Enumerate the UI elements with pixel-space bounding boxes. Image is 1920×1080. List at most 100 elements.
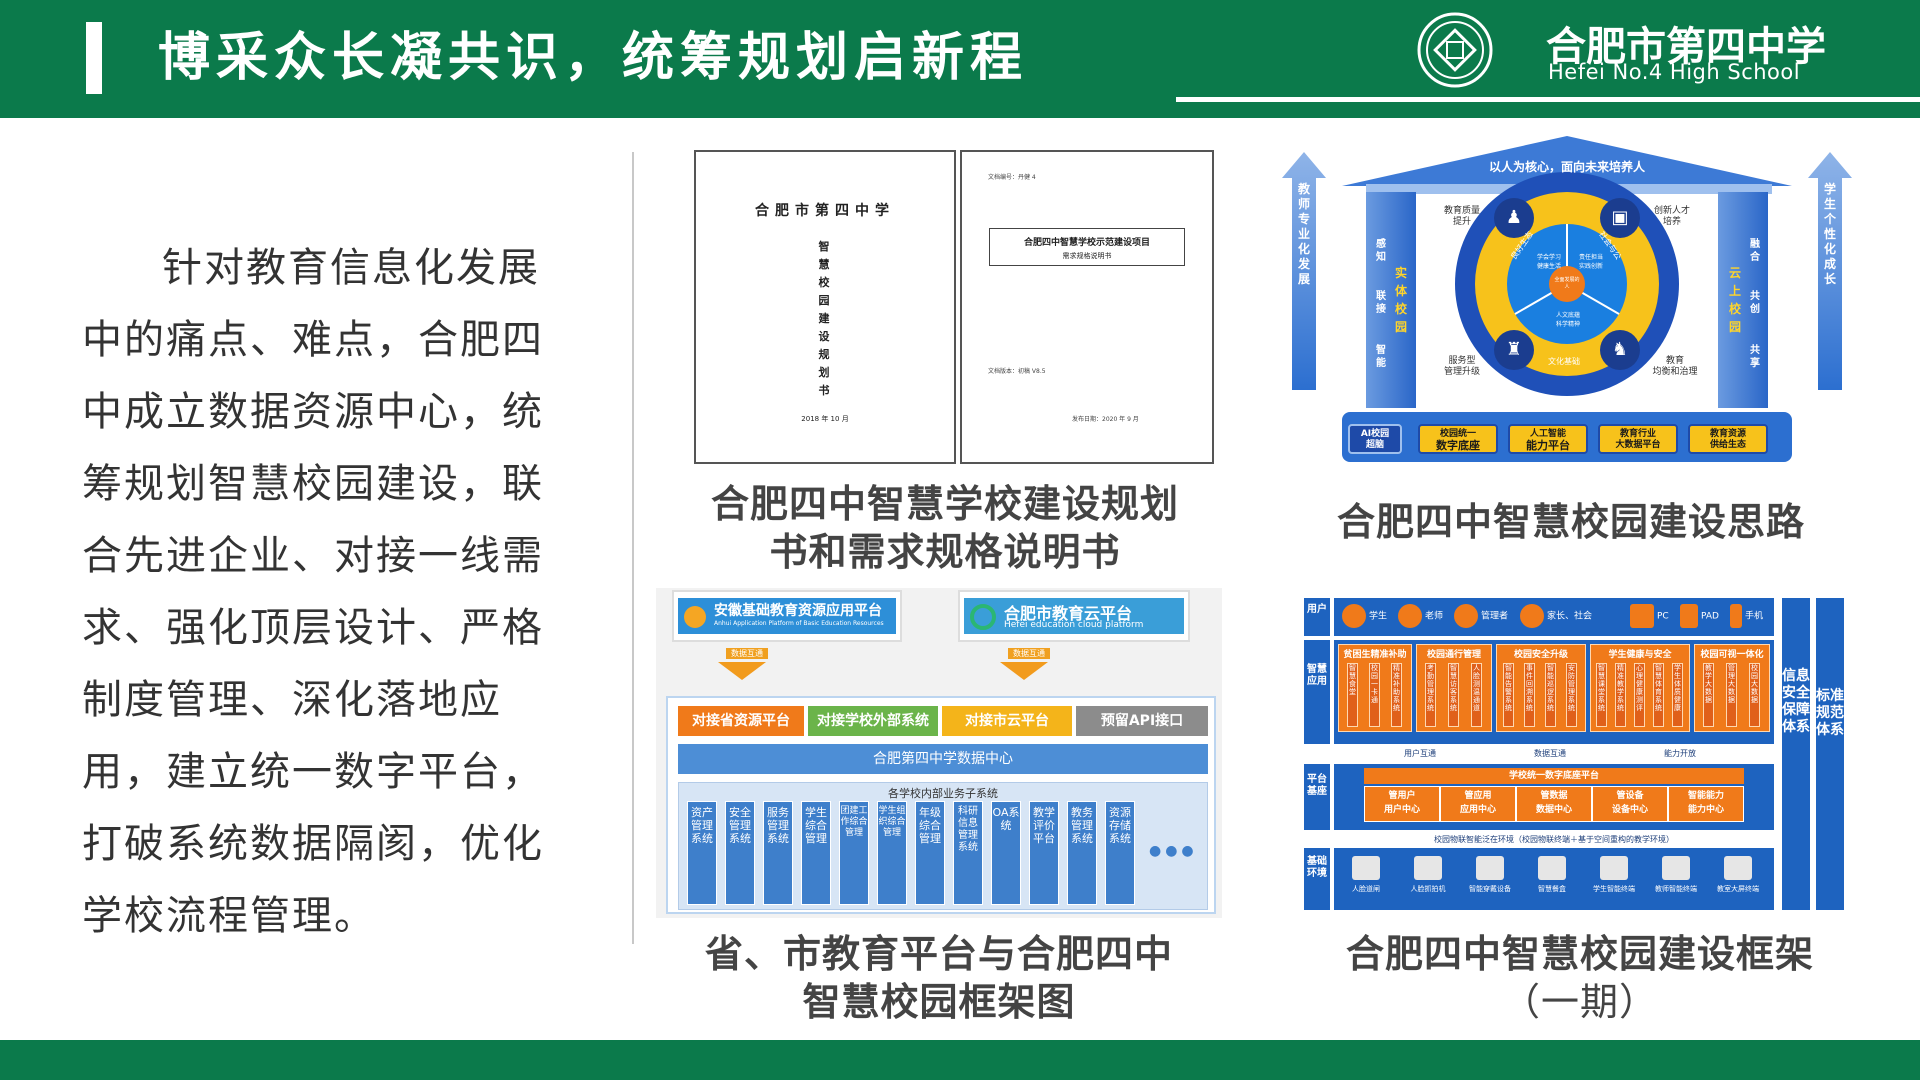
user-avatar-icon xyxy=(1454,604,1478,628)
down-arrow-1-icon xyxy=(718,662,766,680)
system-item: 学生组织综合管理 xyxy=(877,801,907,905)
framework-caption-line2: （一期） xyxy=(1501,980,1658,1024)
interconnect-line: 用户互通 数据互通 能力开放 xyxy=(1334,748,1774,762)
capability-open-label: 能力开放 xyxy=(1664,749,1696,758)
data-center-bar: 合肥第四中学数据中心 xyxy=(678,744,1208,774)
env-device: 智慧餐盒 xyxy=(1524,856,1580,894)
app-group-access: 校园通行管理 考勤管理系统 智慧访客系统 人脸测温通道 xyxy=(1416,644,1492,732)
app-item: 教学大数据 xyxy=(1703,663,1714,727)
internal-systems-panel: 各学校内部业务子系统 资产管理系统 安全管理系统 服务管理系统 学生综合管理 团… xyxy=(678,782,1208,910)
app-group-title: 校园通行管理 xyxy=(1426,650,1481,660)
hefei-logo-mark-icon xyxy=(970,604,996,630)
doc2-version: 文档版本：初稿 V8.5 xyxy=(988,368,1046,375)
system-item: OA系统 xyxy=(991,801,1021,905)
innovation-icon: ▣ xyxy=(1600,198,1640,238)
house-graphic xyxy=(1282,136,1852,462)
construction-idea-diagram: 以人为核心，面向未来培养人 教师专业化发展 学生个性化成长 感知 联接 智能 实… xyxy=(1282,134,1852,464)
app-group-subsidy: 贫困生精准补助 智慧食堂 校园一卡通 精准补助系统 xyxy=(1338,644,1412,732)
left-pillar-text-1: 感知 xyxy=(1376,239,1386,263)
system-item: 年级综合管理 xyxy=(915,801,945,905)
env-device: 教师智能终端 xyxy=(1648,856,1704,894)
env-device-label: 学生智能终端 xyxy=(1593,885,1635,893)
left-pillar-text-3: 智能 xyxy=(1376,345,1386,369)
phone-icon xyxy=(1730,604,1742,628)
platform-cell: 管用户用户中心 xyxy=(1364,786,1440,822)
title-accent-bar xyxy=(86,22,102,94)
base-1-line1: 校园统一 xyxy=(1439,429,1476,439)
user-chip-label: 老师 xyxy=(1425,611,1444,622)
user-chip-label: 家长、社会 xyxy=(1547,611,1593,622)
user-chip: 家长、社会 xyxy=(1520,604,1592,628)
doc2-title-box: 合肥四中智慧学校示范建设项目 需求规格说明书 xyxy=(989,228,1185,266)
platform-cell-bottom: 数据中心 xyxy=(1535,805,1572,815)
framework-caption-line1: 合肥四中智慧校园建设框架 xyxy=(1345,932,1814,976)
base-ai-platform: 人工智能 能力平台 xyxy=(1508,424,1588,454)
platform-cell: 管应用应用中心 xyxy=(1440,786,1516,822)
planning-document-cover: 合肥市第四中学 智慧校园建设规划书 2018 年 10 月 xyxy=(694,150,956,464)
platform-framework-diagram: 安徽基础教育资源应用平台 Anhui Application Platform … xyxy=(656,588,1222,918)
school-name-cn: 合肥市第四中学 xyxy=(1546,24,1826,70)
user-avatar-icon xyxy=(1398,604,1422,628)
device-label: PAD xyxy=(1701,611,1719,622)
base-4-line2: 供给生态 xyxy=(1709,440,1746,450)
data-exchange-label: 数据互通 xyxy=(1534,749,1566,758)
side-label-platform: 平台基座 xyxy=(1304,764,1330,830)
user-avatar-icon xyxy=(1520,604,1544,628)
right-pillar-text-2: 共创 xyxy=(1750,291,1760,315)
platform-cell-bottom: 设备中心 xyxy=(1611,805,1648,815)
env-device-label: 教室大屏终端 xyxy=(1717,885,1759,893)
requirements-document-cover: 文档编号：丹健 4 合肥四中智慧学校示范建设项目 需求规格说明书 文档版本：初稿… xyxy=(960,150,1214,464)
hefei-logo-bg: 合肥市教育云平台 Hefei education cloud platform xyxy=(964,598,1184,634)
side-label-user: 用户 xyxy=(1304,598,1330,636)
right-pillar-gold: 云上校园 xyxy=(1728,266,1741,334)
anhui-logo-sub: Anhui Application Platform of Basic Educ… xyxy=(714,620,884,627)
platform-caption: 省、市教育平台与合肥四中 智慧校园框架图 xyxy=(656,930,1222,1026)
device-chip: 手机 xyxy=(1730,604,1763,628)
platform-cell-top: 管用户 xyxy=(1388,791,1416,801)
app-row: 贫困生精准补助 智慧食堂 校园一卡通 精准补助系统 校园通行管理 考勤管理系统 … xyxy=(1334,640,1774,744)
internal-systems-label: 各学校内部业务子系统 xyxy=(888,787,998,800)
roof-text: 以人为核心，面向未来培养人 xyxy=(1488,160,1645,174)
app-item: 心理健康测评 xyxy=(1634,663,1645,727)
doc2-date: 发布日期：2020 年 9 月 xyxy=(1072,416,1139,423)
app-item: 智能告警系统 xyxy=(1503,663,1514,727)
platform-cell-bottom: 用户中心 xyxy=(1383,805,1420,815)
env-device: 教室大屏终端 xyxy=(1710,856,1766,894)
app-group-health: 学生健康与安全 智慧课堂系统 精准教学系统 心理健康测评 智慧体育系统 学生体质… xyxy=(1590,644,1690,732)
side-label-app: 智慧应用 xyxy=(1304,640,1330,744)
user-avatar-icon xyxy=(1342,604,1366,628)
service-icon: ♜ xyxy=(1494,330,1534,370)
page-title: 博采众长凝共识，统筹规划启新程 xyxy=(158,28,1029,88)
app-item: 精准教学系统 xyxy=(1615,663,1626,727)
footer-bar xyxy=(0,1040,1920,1080)
docs-caption-line1: 合肥四中智慧学校建设规划 xyxy=(710,482,1179,526)
base-3-line1: 教育行业 xyxy=(1619,429,1656,439)
vertical-divider xyxy=(632,152,634,944)
env-device-label: 人脸道闸 xyxy=(1352,885,1380,893)
pc-icon xyxy=(1630,604,1654,628)
left-pillar-gold: 实体校园 xyxy=(1394,266,1407,334)
pad-icon xyxy=(1680,604,1698,628)
device-icon xyxy=(1724,856,1752,880)
anhui-logo-name: 安徽基础教育资源应用平台 xyxy=(714,603,882,619)
base-2-line2: 能力平台 xyxy=(1526,439,1570,452)
system-item: 安全管理系统 xyxy=(725,801,755,905)
env-title: 校园物联智能泛在环境（校园物联终端＋基于空间重构的教学环境） xyxy=(1434,835,1674,844)
env-device: 学生智能终端 xyxy=(1586,856,1642,894)
doc2-number: 文档编号：丹健 4 xyxy=(988,174,1036,181)
app-item: 智慧访客系统 xyxy=(1448,663,1459,727)
doc1-heading: 合肥市第四中学 xyxy=(755,203,895,219)
device-label: 手机 xyxy=(1745,611,1764,622)
env-row: 人脸道闸 人脸抓拍机 智能穿戴设备 智慧餐盒 学生智能终端 教师智能终端 教室大… xyxy=(1334,848,1774,910)
device-icon xyxy=(1414,856,1442,880)
platform-cell-top: 管数据 xyxy=(1540,791,1568,801)
platform-cell-top: 管应用 xyxy=(1464,791,1492,801)
env-device: 人脸抓拍机 xyxy=(1400,856,1456,894)
hefei-platform-logo: 合肥市教育云平台 Hefei education cloud platform xyxy=(958,590,1190,642)
user-chip-label: 学生 xyxy=(1369,611,1388,622)
env-device-label: 智能穿戴设备 xyxy=(1469,885,1511,893)
ring-text-bottom: 文化基础 xyxy=(1548,357,1580,366)
system-item: 学生综合管理 xyxy=(801,801,831,905)
corner-label-balance: 教育 均衡和治理 xyxy=(1652,356,1698,377)
app-item: 校园大数据 xyxy=(1749,663,1760,727)
